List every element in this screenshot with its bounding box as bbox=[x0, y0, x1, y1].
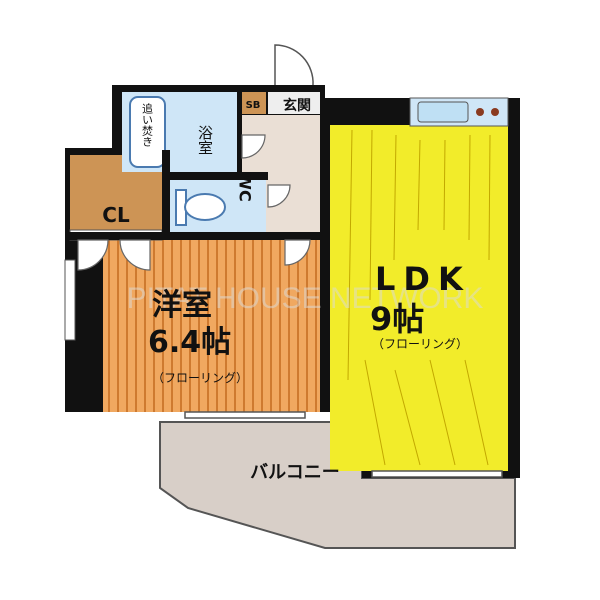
ldk-floor-lines bbox=[347, 129, 491, 466]
wc-label: WC bbox=[236, 172, 255, 201]
stove-burner-icon bbox=[476, 108, 484, 116]
shoe-box-area bbox=[240, 92, 266, 114]
bath-label: 浴室 bbox=[196, 125, 214, 155]
stove-burner-icon bbox=[491, 108, 499, 116]
western-room-floor: （フローリング） bbox=[152, 371, 248, 385]
balcony-label: バルコニー bbox=[250, 462, 340, 483]
entrance-label: 玄関 bbox=[283, 97, 311, 114]
ldk-floor: （フローリング） bbox=[372, 337, 468, 351]
closet-label: CL bbox=[102, 203, 130, 227]
western-room-window bbox=[64, 259, 76, 341]
sb-label: SB bbox=[246, 100, 261, 111]
bathtub-icon bbox=[129, 96, 166, 168]
western-room-size: 6.4帖 bbox=[148, 325, 231, 360]
balcony-doors bbox=[184, 411, 503, 478]
reheat-label: 追い焚き bbox=[141, 102, 154, 147]
watermark: PITAT HOUSE NETWORK bbox=[127, 282, 484, 315]
entry-door-icon bbox=[274, 44, 314, 86]
sink-icon bbox=[417, 101, 469, 123]
inner-walls bbox=[65, 85, 330, 412]
ldk-name: LDK bbox=[375, 260, 471, 298]
western-room-name: 洋室 bbox=[152, 288, 212, 323]
door-swing-icons bbox=[77, 134, 311, 271]
ldk-size: 9帖 bbox=[370, 300, 424, 338]
toilet-bowl-icon bbox=[184, 193, 226, 221]
entrance-step bbox=[268, 92, 320, 114]
